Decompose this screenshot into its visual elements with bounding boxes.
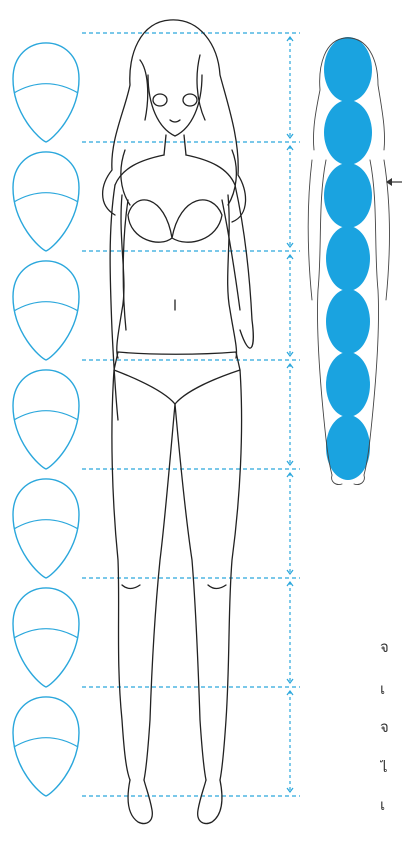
head-unit-oval <box>13 370 79 469</box>
head-unit-jaw-arc <box>14 738 78 747</box>
head-unit-ovals <box>13 43 79 796</box>
head-unit-jaw-arc <box>14 629 78 638</box>
reference-head-blob <box>326 226 370 291</box>
reference-head-blob <box>324 37 372 102</box>
head-unit-oval <box>13 697 79 796</box>
reference-head-blob <box>324 163 372 228</box>
main-figure-left-leg <box>112 370 175 780</box>
side-text-line-3: จ <box>380 720 402 735</box>
main-figure-left-foot <box>128 780 152 824</box>
head-unit-oval <box>13 588 79 687</box>
head-unit-jaw-arc <box>14 520 78 529</box>
side-text-line-4: ไ <box>380 760 402 775</box>
main-figure-shoulders <box>115 155 235 185</box>
reference-head-blob <box>326 352 370 417</box>
main-figure-left-eye <box>153 94 167 106</box>
main-figure-right-leg <box>175 370 242 780</box>
head-unit-oval <box>13 43 79 142</box>
main-figure-hair-strands <box>121 55 237 205</box>
main-figure-mouth <box>170 120 180 122</box>
main-figure-right-foot <box>198 780 222 824</box>
reference-head-blob <box>326 289 370 354</box>
reference-figure <box>308 37 402 485</box>
vertical-ruler <box>287 37 293 792</box>
head-unit-jaw-arc <box>14 84 78 93</box>
main-figure-right-eye <box>183 94 197 106</box>
main-figure-neck <box>164 135 186 155</box>
measure-lines <box>82 33 300 796</box>
head-unit-jaw-arc <box>14 411 78 420</box>
head-unit-jaw-arc <box>14 193 78 202</box>
side-text-line-5: เ <box>380 798 402 813</box>
side-text-line-2: เ <box>380 682 402 697</box>
reference-head-blobs <box>324 37 372 480</box>
head-unit-oval <box>13 261 79 360</box>
head-unit-jaw-arc <box>14 302 78 311</box>
side-text-line-1: จ <box>380 640 402 655</box>
pointer-arrow <box>386 178 402 186</box>
main-figure-bikini-top <box>128 200 222 242</box>
main-figure <box>103 20 254 824</box>
main-figure-torso <box>117 195 237 358</box>
reference-head-blob <box>326 415 370 480</box>
head-unit-oval <box>13 152 79 251</box>
main-figure-knees <box>122 585 226 589</box>
head-unit-oval <box>13 479 79 578</box>
main-figure-right-arm <box>222 185 253 348</box>
reference-head-blob <box>324 100 372 165</box>
